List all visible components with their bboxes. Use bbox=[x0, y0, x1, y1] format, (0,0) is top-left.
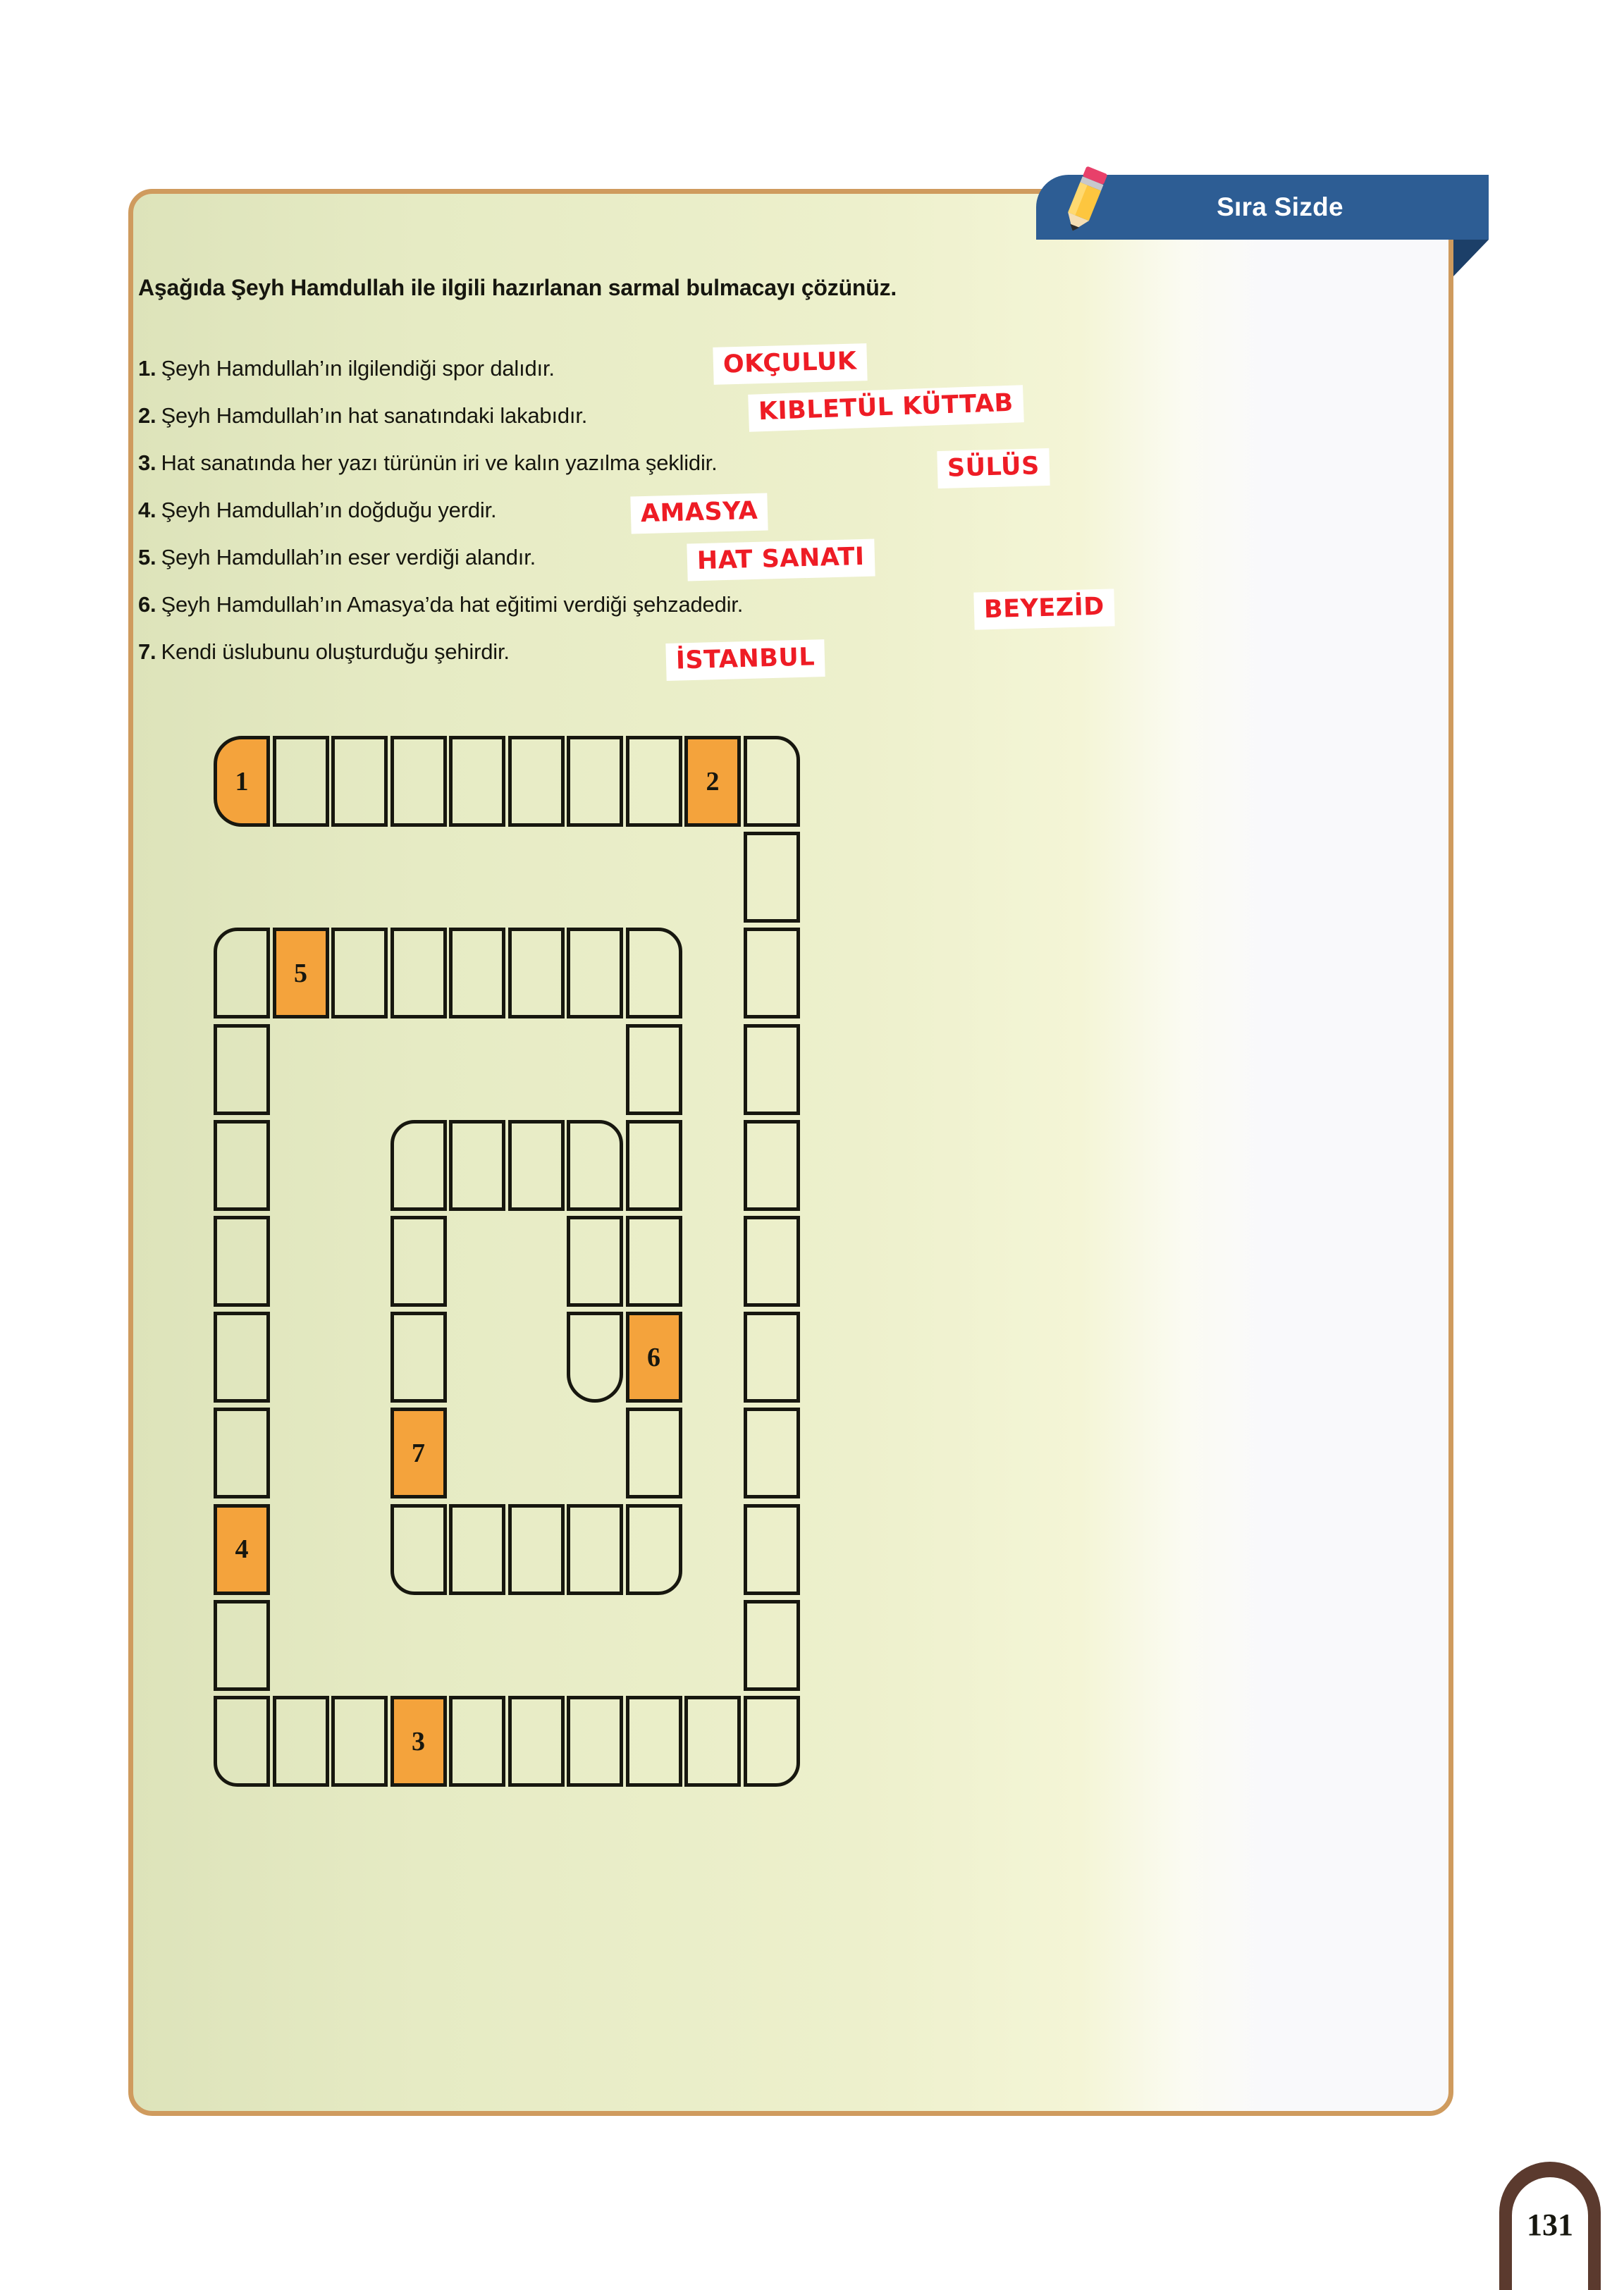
crossword-cell[interactable] bbox=[390, 1216, 447, 1307]
sira-sizde-banner: Sıra Sizde bbox=[1036, 175, 1489, 240]
crossword-cell-4[interactable]: 4 bbox=[214, 1503, 270, 1595]
crossword-cell[interactable] bbox=[567, 1119, 623, 1211]
clue-number: 7. bbox=[138, 639, 156, 664]
crossword-cell[interactable] bbox=[743, 1408, 800, 1499]
crossword-cell[interactable] bbox=[743, 1119, 800, 1211]
crossword-cell[interactable] bbox=[390, 1503, 447, 1595]
crossword-cell[interactable] bbox=[390, 928, 447, 1019]
crossword-cell[interactable] bbox=[743, 1503, 800, 1595]
clue-text: Şeyh Hamdullah’ın Amasya’da hat eğitimi … bbox=[161, 592, 744, 617]
crossword-cell[interactable] bbox=[331, 736, 388, 827]
crossword-cell[interactable] bbox=[625, 1216, 682, 1307]
crossword-cell[interactable] bbox=[625, 1023, 682, 1115]
pencil-icon bbox=[1068, 166, 1107, 231]
crossword-cell[interactable] bbox=[508, 1696, 565, 1787]
crossword-cell[interactable] bbox=[214, 1312, 270, 1403]
crossword-cell-2[interactable]: 2 bbox=[684, 736, 741, 827]
banner-title: Sıra Sizde bbox=[1217, 192, 1343, 221]
crossword-cell[interactable] bbox=[567, 736, 623, 827]
crossword-cell[interactable] bbox=[567, 928, 623, 1019]
crossword-cell[interactable] bbox=[684, 1696, 741, 1787]
clue-number: 2. bbox=[138, 403, 156, 428]
crossword-cell[interactable] bbox=[390, 1312, 447, 1403]
clue-text: Kendi üslubunu oluşturduğu şehirdir. bbox=[161, 639, 510, 664]
crossword-cell[interactable] bbox=[567, 1216, 623, 1307]
crossword-cell[interactable] bbox=[390, 1119, 447, 1211]
crossword-cell[interactable] bbox=[331, 928, 388, 1019]
crossword-cell[interactable] bbox=[214, 1696, 270, 1787]
crossword-cell[interactable] bbox=[743, 1312, 800, 1403]
crossword-cell[interactable] bbox=[743, 736, 800, 827]
crossword-cell[interactable] bbox=[625, 1696, 682, 1787]
crossword-cell[interactable] bbox=[449, 1696, 505, 1787]
crossword-cell[interactable] bbox=[272, 1696, 329, 1787]
crossword-cell[interactable] bbox=[567, 1696, 623, 1787]
crossword-cell[interactable] bbox=[567, 1503, 623, 1595]
crossword-cell[interactable] bbox=[449, 1503, 505, 1595]
crossword-cell[interactable] bbox=[214, 1119, 270, 1211]
clue-item-7: 7.Kendi üslubunu oluşturduğu şehirdir. bbox=[138, 639, 510, 665]
crossword-cell[interactable] bbox=[272, 736, 329, 827]
crossword-cell[interactable] bbox=[625, 1408, 682, 1499]
clue-item-3: 3.Hat sanatında her yazı türünün iri ve … bbox=[138, 450, 718, 476]
crossword-cell[interactable] bbox=[567, 1312, 623, 1403]
crossword-cell[interactable] bbox=[331, 1696, 388, 1787]
activity-panel bbox=[128, 189, 1453, 2116]
crossword-cell-3[interactable]: 3 bbox=[390, 1696, 447, 1787]
clue-number: 4. bbox=[138, 498, 156, 522]
crossword-cell[interactable] bbox=[214, 1599, 270, 1691]
crossword-cell[interactable] bbox=[214, 1408, 270, 1499]
crossword-cell[interactable] bbox=[743, 1023, 800, 1115]
crossword-cell[interactable] bbox=[214, 928, 270, 1019]
clue-text: Şeyh Hamdullah’ın hat sanatındaki lakabı… bbox=[161, 403, 588, 428]
crossword-cell[interactable] bbox=[214, 1023, 270, 1115]
clue-number: 3. bbox=[138, 450, 156, 475]
crossword-cell[interactable] bbox=[508, 1503, 565, 1595]
crossword-cell[interactable] bbox=[390, 736, 447, 827]
clue-number: 1. bbox=[138, 356, 156, 381]
crossword-cell[interactable] bbox=[743, 832, 800, 923]
crossword-cell[interactable] bbox=[743, 1696, 800, 1787]
crossword-cell[interactable] bbox=[508, 736, 565, 827]
clue-item-2: 2.Şeyh Hamdullah’ın hat sanatındaki laka… bbox=[138, 403, 587, 429]
clue-item-1: 1.Şeyh Hamdullah’ın ilgilendiği spor dal… bbox=[138, 356, 555, 381]
crossword-cell[interactable] bbox=[625, 1503, 682, 1595]
page-number-tab: 131 bbox=[1499, 2162, 1601, 2290]
crossword-cell[interactable] bbox=[449, 1119, 505, 1211]
crossword-cell[interactable] bbox=[743, 1599, 800, 1691]
clue-text: Şeyh Hamdullah’ın ilgilendiği spor dalıd… bbox=[161, 356, 555, 381]
crossword-cell[interactable] bbox=[743, 928, 800, 1019]
crossword-cell[interactable] bbox=[508, 928, 565, 1019]
crossword-cell[interactable] bbox=[625, 736, 682, 827]
clue-text: Şeyh Hamdullah’ın doğduğu yerdir. bbox=[161, 498, 497, 522]
crossword-cell[interactable] bbox=[214, 1216, 270, 1307]
clue-number: 6. bbox=[138, 592, 156, 617]
crossword-cell-7[interactable]: 7 bbox=[390, 1408, 447, 1499]
clue-item-6: 6.Şeyh Hamdullah’ın Amasya’da hat eğitim… bbox=[138, 592, 743, 617]
clue-text: Hat sanatında her yazı türünün iri ve ka… bbox=[161, 450, 718, 475]
crossword-cell[interactable] bbox=[508, 1119, 565, 1211]
clue-item-4: 4.Şeyh Hamdullah’ın doğduğu yerdir. bbox=[138, 498, 497, 523]
crossword-cell[interactable] bbox=[449, 736, 505, 827]
page-number: 131 bbox=[1512, 2177, 1588, 2290]
crossword-cell[interactable] bbox=[743, 1216, 800, 1307]
crossword-cell-5[interactable]: 5 bbox=[272, 928, 329, 1019]
crossword-cell-6[interactable]: 6 bbox=[625, 1312, 682, 1403]
clue-number: 5. bbox=[138, 545, 156, 570]
crossword-cell[interactable] bbox=[625, 928, 682, 1019]
crossword-cell[interactable] bbox=[449, 928, 505, 1019]
page-title: Aşağıda Şeyh Hamdullah ile ilgili hazırl… bbox=[138, 275, 897, 300]
crossword-cell[interactable] bbox=[625, 1119, 682, 1211]
crossword-cell-1[interactable]: 1 bbox=[214, 736, 270, 827]
clue-text: Şeyh Hamdullah’ın eser verdiği alandır. bbox=[161, 545, 536, 570]
clue-item-5: 5.Şeyh Hamdullah’ın eser verdiği alandır… bbox=[138, 545, 536, 570]
